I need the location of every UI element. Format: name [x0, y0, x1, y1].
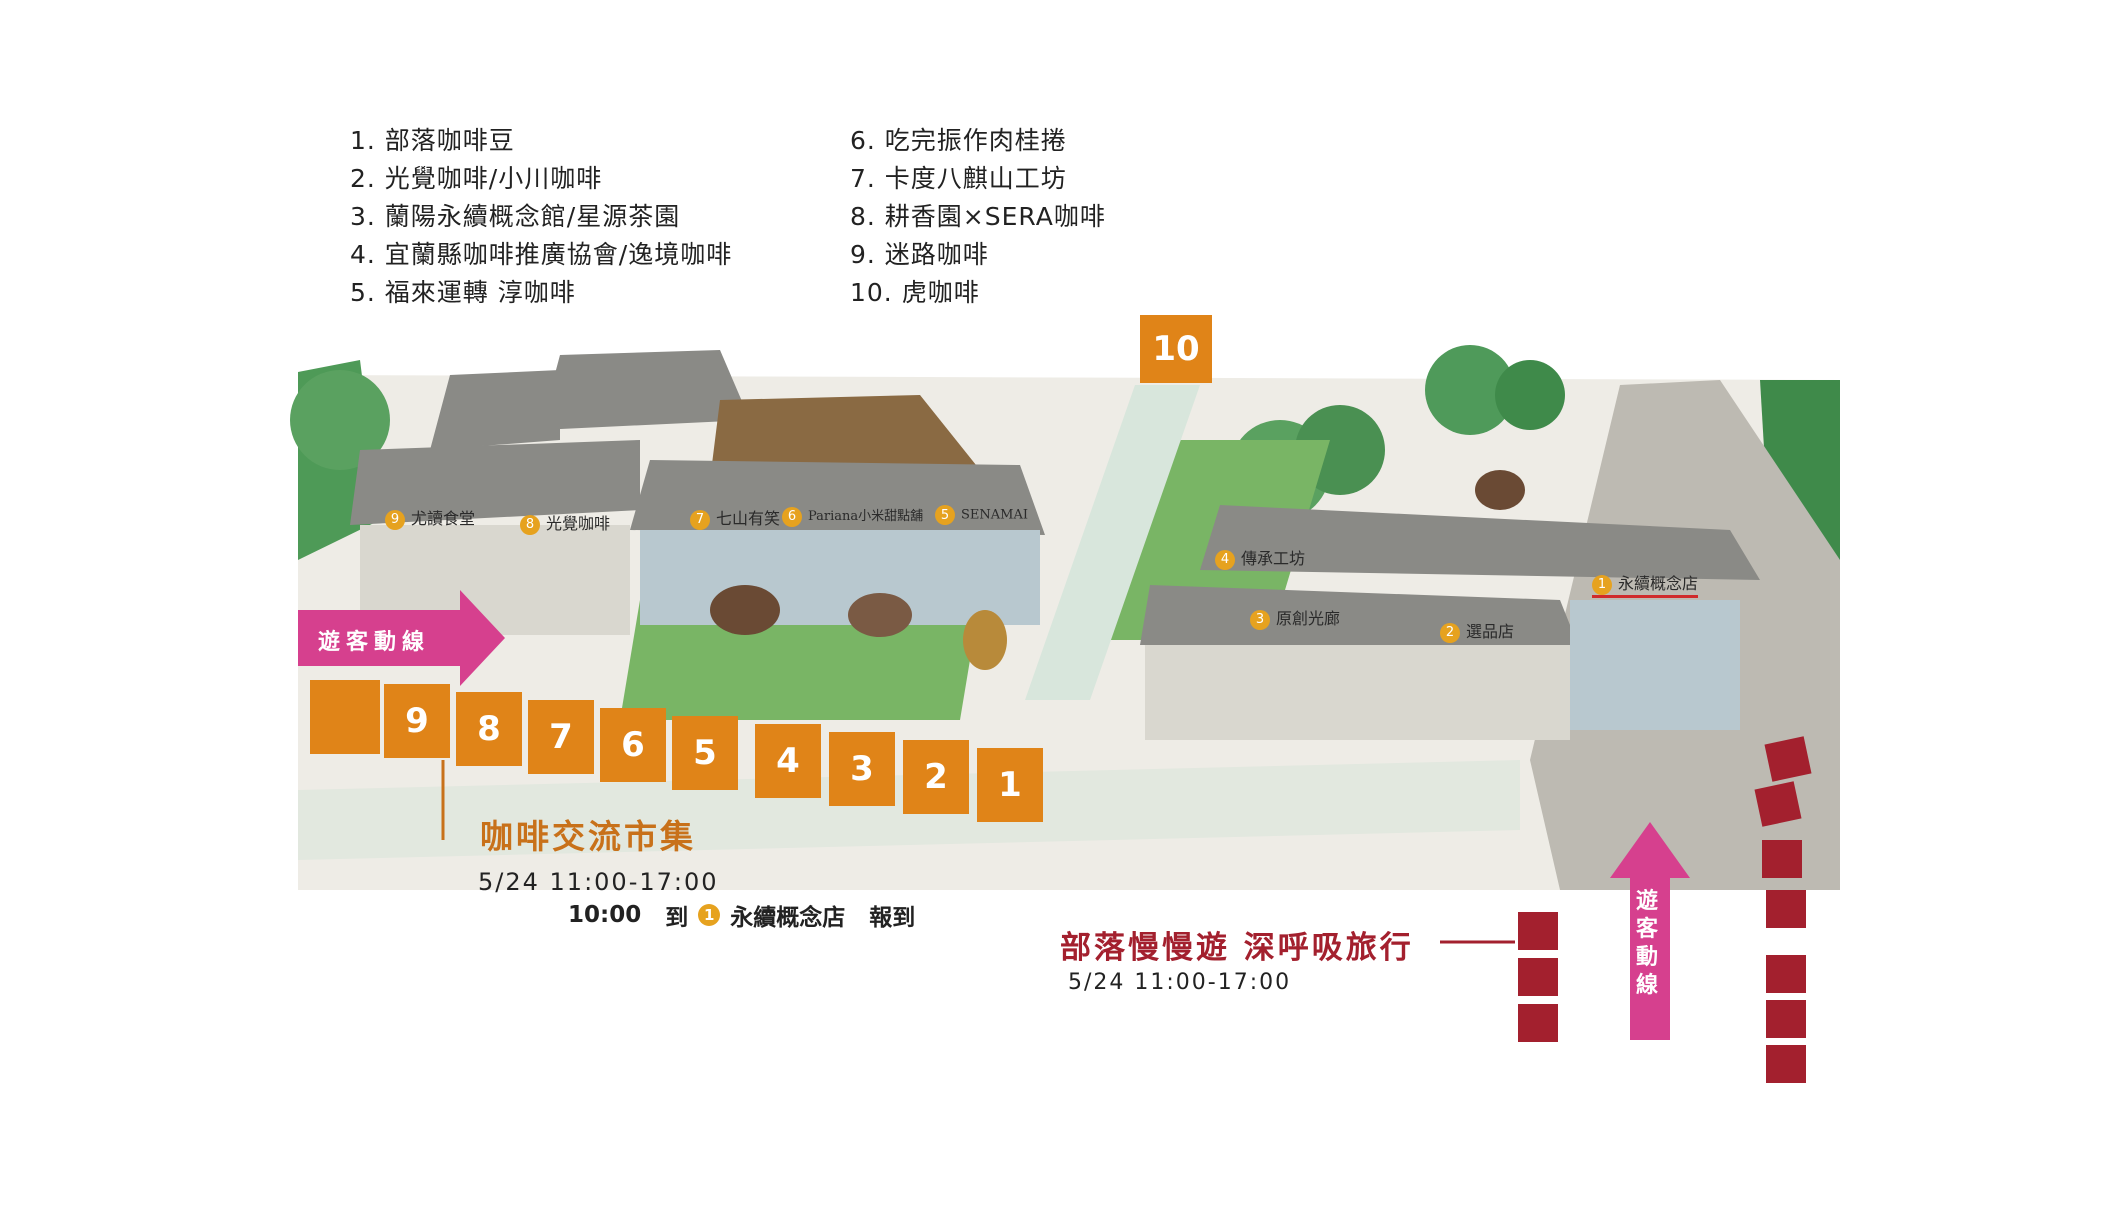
booth-3: 3: [829, 732, 895, 806]
legend-item: 7. 卡度八麒山工坊: [850, 164, 1067, 193]
checkin-place: 永續概念店: [730, 905, 846, 931]
booth-2: 2: [903, 740, 969, 814]
legend-item: 5. 福來運轉 淳咖啡: [350, 278, 576, 307]
visitor-flow-vertical-label: 遊 客 動 線: [1636, 888, 1658, 1000]
route-block: [1766, 1000, 1806, 1038]
checkin-info: 10:00 到 1 永續概念店 報到: [568, 898, 915, 932]
route-block: [1764, 736, 1812, 782]
legend-item: 8. 耕香園×SERA咖啡: [850, 202, 1106, 231]
legend-item: 6. 吃完振作肉桂捲: [850, 126, 1067, 155]
flow-char: 線: [1636, 973, 1659, 998]
flow-char: 動: [1636, 945, 1659, 970]
booth-4: 4: [755, 724, 821, 798]
booth-blank: [310, 680, 380, 754]
legend-item: 3. 蘭陽永續概念館/星源茶園: [350, 202, 681, 231]
booth-8: 8: [456, 692, 522, 766]
flow-char: 遊: [1636, 889, 1659, 914]
legend-item: 1. 部落咖啡豆: [350, 126, 515, 155]
route-block: [1518, 1004, 1558, 1042]
flow-char: 客: [1636, 917, 1659, 942]
legend-item: 9. 迷路咖啡: [850, 240, 989, 269]
market-title: 咖啡交流市集: [480, 817, 696, 856]
booth-7: 7: [528, 700, 594, 774]
checkin-time: 10:00: [568, 902, 642, 928]
trip-date: 5/24 11:00-17:00: [1068, 970, 1292, 995]
route-block: [1518, 958, 1558, 996]
legend-item: 2. 光覺咖啡/小川咖啡: [350, 164, 603, 193]
route-block: [1766, 1045, 1806, 1083]
booth-6: 6: [600, 708, 666, 782]
route-block: [1762, 840, 1802, 878]
route-block: [1766, 955, 1806, 993]
trip-title: 部落慢慢遊 深呼吸旅行: [1060, 930, 1414, 966]
booth-1: 1: [977, 748, 1043, 822]
legend-item: 4. 宜蘭縣咖啡推廣協會/逸境咖啡: [350, 240, 733, 269]
legend-right: 6. 吃完振作肉桂捲 7. 卡度八麒山工坊 8. 耕香園×SERA咖啡 9. 迷…: [850, 122, 1106, 312]
checkin-action: 報到: [869, 905, 916, 931]
route-block: [1518, 912, 1558, 950]
booth-5: 5: [672, 716, 738, 790]
route-block: [1766, 890, 1806, 928]
legend-item: 10. 虎咖啡: [850, 278, 980, 307]
visitor-flow-horizontal-label: 遊客動線: [318, 630, 431, 655]
booth-9: 9: [384, 684, 450, 758]
checkin-num-badge: 1: [698, 904, 721, 926]
route-block: [1754, 781, 1802, 827]
booth-10: 10: [1140, 315, 1212, 383]
market-date: 5/24 11:00-17:00: [478, 868, 719, 896]
checkin-to: 到: [665, 905, 689, 931]
legend-left: 1. 部落咖啡豆 2. 光覺咖啡/小川咖啡 3. 蘭陽永續概念館/星源茶園 4.…: [350, 122, 732, 312]
